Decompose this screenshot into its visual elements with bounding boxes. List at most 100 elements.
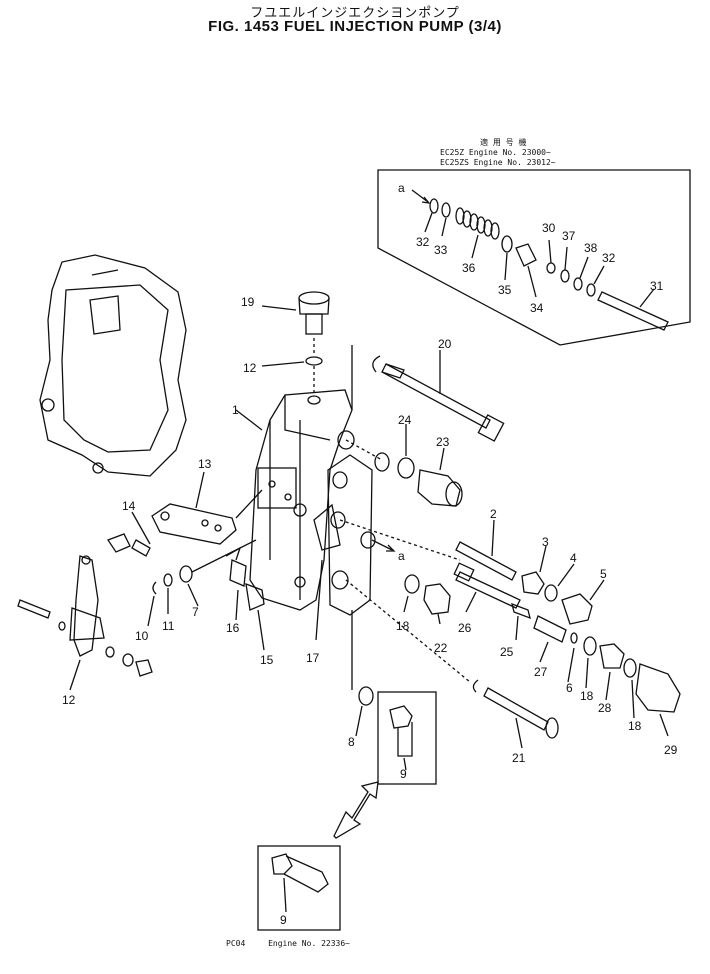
- footer-engine: Engine No. 22336~: [268, 939, 350, 948]
- callout-7: 7: [192, 605, 199, 619]
- inset-box-9a: [377, 691, 437, 785]
- callout-36: 36: [462, 261, 476, 275]
- part-23-plug: [417, 469, 461, 507]
- callout-32b: 32: [602, 251, 616, 265]
- callout-5: 5: [600, 567, 607, 581]
- part-24-oring: [397, 457, 415, 479]
- callout-27: 27: [534, 665, 548, 679]
- callout-16: 16: [226, 621, 240, 635]
- part-9-plug-a: [389, 705, 413, 757]
- callout-17: 17: [306, 651, 320, 665]
- applicability-title: 適 用 号 機: [480, 138, 527, 147]
- part-30-ring: [546, 262, 556, 274]
- callout-38: 38: [584, 241, 598, 255]
- callout-23: 23: [436, 435, 450, 449]
- callout-35: 35: [498, 283, 512, 297]
- inset-box-outline: [377, 169, 691, 346]
- part-3-nut: [521, 571, 545, 595]
- callout-1: 1: [232, 403, 239, 417]
- part-21-clip: [472, 679, 479, 693]
- callout-28: 28: [598, 701, 612, 715]
- callout-15: 15: [260, 653, 274, 667]
- callout-3: 3: [542, 535, 549, 549]
- applicability-line-2: EC25ZS Engine No. 23012~: [440, 158, 556, 167]
- part-19-cap: [298, 291, 330, 335]
- callout-30: 30: [542, 221, 556, 235]
- callout-21: 21: [512, 751, 526, 765]
- part-6-ring: [570, 632, 578, 644]
- part-2-threaded-rod: [455, 541, 517, 581]
- callout-34: 34: [530, 301, 544, 315]
- callout-labels: 19 12 1 20 24 23 13 14 2 3 4 5 a 10 11 7…: [62, 181, 678, 927]
- callout-2: 2: [490, 507, 497, 521]
- callout-6: 6: [566, 681, 573, 695]
- part-31-shaft: [597, 291, 669, 331]
- callout-19: 19: [241, 295, 255, 309]
- part-34-plunger: [515, 243, 537, 267]
- part-11-washer: [163, 573, 173, 587]
- part-33-washer: [441, 202, 451, 218]
- part-14-screw: [107, 533, 131, 553]
- callout-29: 29: [664, 743, 678, 757]
- callout-33: 33: [434, 243, 448, 257]
- part-20-bolt: [381, 363, 491, 429]
- callout-37: 37: [562, 229, 576, 243]
- part-20-clip: [372, 355, 381, 373]
- part-32-ring: [429, 198, 439, 214]
- part-10-clip: [152, 581, 157, 595]
- title-japanese: フユエルインジエクシヨンポンプ: [250, 5, 460, 20]
- callout-18a: 18: [396, 619, 410, 633]
- callout-25: 25: [500, 645, 514, 659]
- part-7-washer: [179, 565, 193, 583]
- double-arrow: [333, 781, 379, 839]
- callout-24: 24: [398, 413, 412, 427]
- callout-a-body: a: [398, 549, 405, 563]
- callout-32a: 32: [416, 235, 430, 249]
- footer-note: PC04 Engine No. 22336~: [226, 939, 368, 948]
- part-27-coil: [533, 615, 567, 643]
- engine-housing: [39, 254, 187, 477]
- footer-model: PC04: [226, 939, 246, 948]
- callout-12: 12: [62, 693, 76, 707]
- part-16-spring: [229, 559, 247, 587]
- part-bolt-left: [17, 599, 51, 619]
- callout-18b: 18: [580, 689, 594, 703]
- part-26-rod: [455, 571, 521, 609]
- callout-8: 8: [348, 735, 355, 749]
- part-35-washer: [501, 235, 513, 253]
- callout-4: 4: [570, 551, 577, 565]
- callout-18c: 18: [628, 719, 642, 733]
- part-1-pump-body: [249, 389, 353, 611]
- callout-12-oring: 12: [243, 361, 257, 375]
- part-15-screw: [245, 583, 265, 611]
- part-8-washer: [358, 686, 374, 706]
- part-5-cap-nut: [561, 593, 593, 625]
- callout-31: 31: [650, 279, 664, 293]
- applicability-line-1: EC25Z Engine No. 23000~: [440, 148, 551, 157]
- part-18c-ring: [623, 658, 637, 678]
- part-38-washer: [573, 277, 583, 291]
- part-18b-ring: [583, 636, 597, 656]
- part-29-cap: [635, 663, 681, 713]
- callout-13: 13: [198, 457, 212, 471]
- part-12-lever: [73, 555, 99, 657]
- part-32b-ring: [586, 283, 596, 297]
- applicability-note: 適 用 号 機 EC25Z Engine No. 23000~ EC25ZS E…: [440, 138, 556, 168]
- part-4-washer: [544, 584, 558, 602]
- part-21-bolt: [483, 687, 549, 731]
- part-25-spring: [511, 602, 531, 620]
- part-18a-ring: [404, 574, 420, 594]
- part-17-side-plate: [327, 454, 373, 616]
- inset-box-9b: [257, 845, 341, 931]
- callout-9b: 9: [280, 913, 287, 927]
- callout-22: 22: [434, 641, 448, 655]
- part-12-oring: [305, 356, 323, 366]
- part-22-plug: [423, 583, 451, 615]
- part-13-bracket: [151, 503, 237, 545]
- part-9-plug-b: [271, 853, 329, 893]
- callout-26: 26: [458, 621, 472, 635]
- part-36-spring: [455, 207, 500, 240]
- callout-10: 10: [135, 629, 149, 643]
- callout-a-inset: a: [398, 181, 405, 195]
